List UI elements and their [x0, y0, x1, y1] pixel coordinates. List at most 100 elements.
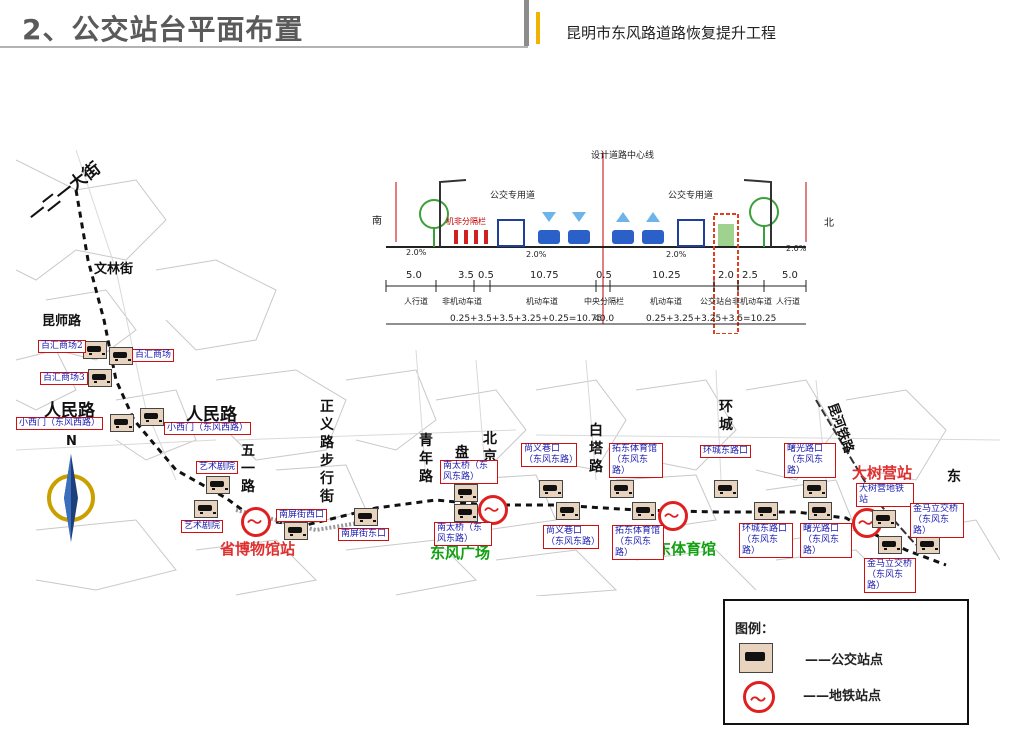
fence-label: 机非分隔栏 [446, 217, 486, 226]
metro-icon-bowuguan [241, 507, 271, 537]
center-line-label: 设计道路中心线 [591, 151, 655, 161]
width-value: 2.5 [742, 270, 758, 281]
bus-stop-icon [556, 502, 580, 520]
stop-label: 拓东体育馆（东风东路） [612, 525, 664, 560]
bus-stop-icon [354, 508, 378, 526]
stop-label: 小西门（东风西路） [164, 422, 252, 435]
stop-label: 艺术剧院 [181, 520, 224, 533]
legend-metro-label: ——地铁站点 [803, 689, 882, 704]
width-value: 0.5 [478, 270, 494, 281]
title-separator [524, 0, 529, 46]
bus-stop-icon [878, 536, 902, 554]
legend-title: 图例： [735, 622, 775, 637]
south-label: 南 [372, 216, 382, 227]
cross-section-drawing [385, 152, 807, 334]
north-side-label: 北 [824, 218, 834, 229]
width-value: 10.75 [530, 270, 559, 281]
road-label-renmin: 人民路 [186, 405, 237, 425]
slope-label: 2.0% [666, 250, 687, 259]
section-caption: 机动车道 [526, 297, 558, 306]
station-tiyuguan: 东体育馆 [656, 540, 717, 558]
bus-stop-icon [872, 510, 896, 528]
bus-stop-icon [808, 502, 832, 520]
bus-stop-icon [803, 480, 827, 498]
station-dongfeng: 东风广场 [430, 544, 491, 562]
stop-label: 拓东体育馆（东风东路） [609, 443, 663, 478]
route-map: 一二一大街 文林街 昆师路 人民路 人民路 五一路 正义路步行街 青年路 盘 北… [16, 150, 1000, 596]
bus-stop-icon [916, 536, 940, 554]
road-label-kunshi: 昆师路 [42, 314, 82, 329]
stop-label: 艺术剧院 [196, 461, 239, 474]
bus-route-line [74, 189, 947, 567]
section-caption: 人行道 [776, 297, 800, 306]
section-caption: 公交站台非机动车道 [700, 297, 772, 306]
section-total: 0.25+3.5+3.5+3.25+0.25=10.75 [450, 314, 603, 324]
metro-icon-dongfeng [478, 495, 508, 525]
stop-label: 南屏街西口 [276, 509, 328, 522]
bus-lane-left-label: 公交专用道 [490, 191, 536, 201]
bus-stop-icon [632, 502, 656, 520]
road-label-zhengyi: 正义路步行街 [320, 399, 334, 505]
width-value: 0.5 [596, 270, 612, 281]
stop-label: 南太桥（东风东路） [440, 460, 498, 484]
stop-label: 百汇商场 [132, 349, 175, 362]
width-value: 3.5 [458, 270, 474, 281]
stop-label: 尚义巷口（东风东路） [521, 443, 578, 467]
bus-stop-icon [140, 408, 164, 426]
stop-label: 百汇商场2 [38, 340, 86, 353]
road-cross-section: 设计道路中心线 公交专用道 公交专用道 机非分隔栏 南 北 2.0% 2.0% … [366, 151, 834, 334]
section-total: 0.25+3.25+3.25+3.5=10.25 [646, 314, 777, 324]
subtitle-accent-bar [536, 12, 540, 44]
bus-stop-icon [83, 341, 107, 359]
road-label-renmin-west: 人民路 [44, 401, 95, 421]
width-value: 10.25 [652, 270, 681, 281]
bus-stop-icon [194, 500, 218, 518]
bus-stop-icon [714, 480, 738, 498]
legend-box: 图例： ——公交站点 ——地铁站点 [723, 599, 969, 725]
title-underline [0, 46, 528, 48]
stop-label: 曙光路口（东风东路） [800, 523, 852, 558]
section-caption: 中央分隔栏 [584, 297, 624, 306]
bus-lane-right-label: 公交专用道 [668, 191, 714, 201]
road-label-pan: 盘 [455, 445, 469, 461]
legend-bus-label: ——公交站点 [805, 653, 884, 668]
stop-label: 曙光路口（东风东路） [784, 443, 836, 478]
stop-label: 金马立交桥（东风东路） [910, 503, 964, 538]
bus-stop-icon [110, 414, 134, 432]
road-label-wuyi: 五一路 [241, 443, 255, 495]
bus-stop-icon [454, 484, 478, 502]
road-label-dong: 东 [947, 469, 961, 485]
road-label-baita: 白塔路 [589, 423, 603, 475]
bus-stop-icon [206, 476, 230, 494]
page-title: 2、公交站台平面布置 [22, 13, 304, 46]
section-caption: 人行道 [404, 297, 428, 306]
stop-label: 南太桥（东风东路） [434, 522, 492, 546]
slope-label: 2.0% [406, 248, 427, 257]
width-value: 5.0 [782, 270, 798, 281]
section-total: 40.0 [594, 314, 615, 324]
station-bowuguan: 省博物馆站 [220, 540, 296, 558]
north-label: N [66, 434, 77, 449]
north-arrow: N [46, 434, 96, 544]
road-label-huancheng: 环城 [719, 399, 733, 433]
bus-stop-icon [610, 480, 634, 498]
map-background [16, 150, 1000, 596]
bus-stop-icon [284, 522, 308, 540]
stop-label: 环城东路口 [700, 445, 752, 458]
road-label-qingnian: 青年路 [419, 433, 433, 485]
road-label-wenlin: 文林街 [94, 262, 134, 277]
stop-label: 南屏街东口 [338, 528, 390, 541]
section-caption: 机动车道 [650, 297, 682, 306]
compass-icon [47, 454, 95, 542]
bus-stop-icon [754, 502, 778, 520]
slope-label: 2.0% [786, 244, 807, 253]
width-value: 5.0 [406, 270, 422, 281]
slope-label: 2.0% [526, 250, 547, 259]
metro-station-icon [743, 681, 775, 713]
bus-stop-icon [109, 347, 133, 365]
bus-stop-icon [454, 504, 478, 522]
stop-label: 环城东路口（东风东路） [739, 523, 793, 558]
bus-stop-icon [88, 369, 112, 387]
stop-label: 小西门（东风西路） [16, 417, 104, 430]
stop-label: 百汇商场3 [40, 372, 88, 385]
